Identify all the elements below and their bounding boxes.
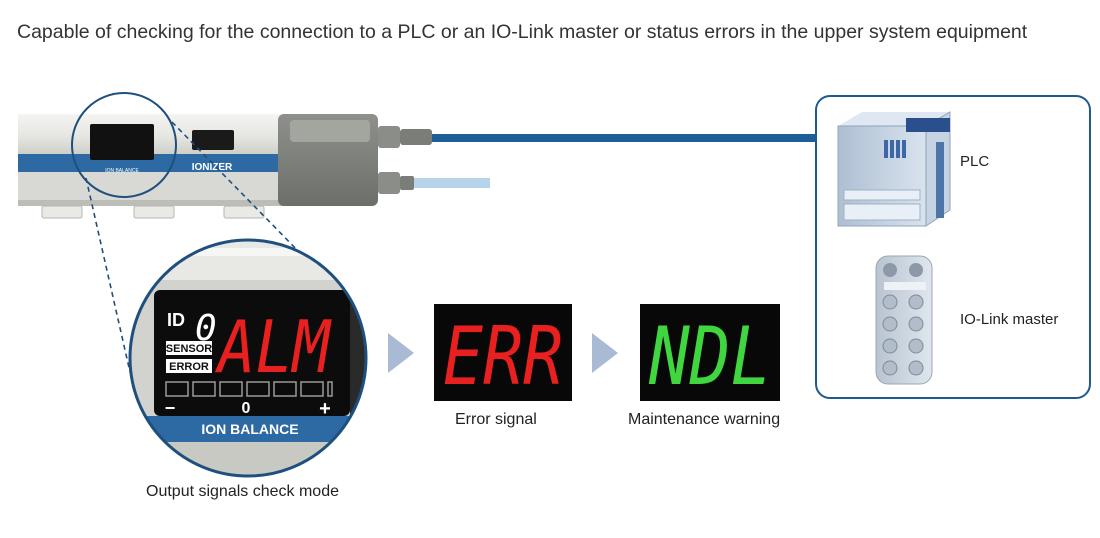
small-panel-label: ION BALANCE — [105, 168, 139, 174]
small-window — [192, 130, 234, 150]
cable-to-plc — [432, 134, 816, 142]
panel-label: ION BALANCE — [201, 421, 298, 437]
error-code: ERR — [443, 310, 563, 403]
arrow-right-1 — [388, 333, 414, 373]
connector-top — [378, 126, 400, 148]
id-label: ID — [167, 310, 185, 330]
plc-icon — [837, 111, 951, 227]
air-tube — [414, 178, 490, 188]
badge-sensor: SENSOR — [166, 343, 213, 355]
output-check-caption: Output signals check mode — [146, 483, 339, 500]
error-signal-caption: Error signal — [455, 411, 537, 428]
brand-label: IONIZER — [192, 162, 233, 173]
zoom-source-circle — [71, 92, 177, 198]
iolink-master-icon — [875, 255, 933, 385]
ionizer-blue-stripe — [18, 154, 290, 172]
maintenance-code: NDL — [648, 310, 771, 403]
magnified-display: ID 0 ALM SENSOR ERROR − 0 + ION BALANCE — [128, 238, 368, 478]
zoom-circle-border — [128, 238, 368, 478]
iolink-label: IO-Link master — [960, 311, 1058, 328]
connector-bottom — [378, 172, 400, 194]
badge-error: ERROR — [169, 361, 209, 373]
error-display: ERR — [434, 304, 572, 403]
minus-sign: − — [165, 398, 176, 418]
maintenance-display: NDL — [640, 304, 780, 403]
ionizer-device: IONIZER ION BALANCE — [18, 92, 490, 219]
ion-balance-strip — [130, 416, 366, 442]
plc-label: PLC — [960, 153, 989, 170]
page-title: Capable of checking for the connection t… — [17, 21, 1028, 43]
alarm-code: ALM — [215, 305, 333, 389]
zero-mark: 0 — [242, 400, 251, 417]
plus-sign: + — [319, 398, 331, 420]
small-display — [90, 124, 154, 160]
id-value: 0 — [195, 308, 217, 349]
equipment-frame: PLC IO-Link master — [815, 95, 1091, 399]
balance-bar-graph — [165, 381, 333, 397]
maintenance-warning-caption: Maintenance warning — [628, 411, 781, 428]
arrow-right-2 — [592, 333, 618, 373]
zoom-line-left — [85, 177, 131, 373]
